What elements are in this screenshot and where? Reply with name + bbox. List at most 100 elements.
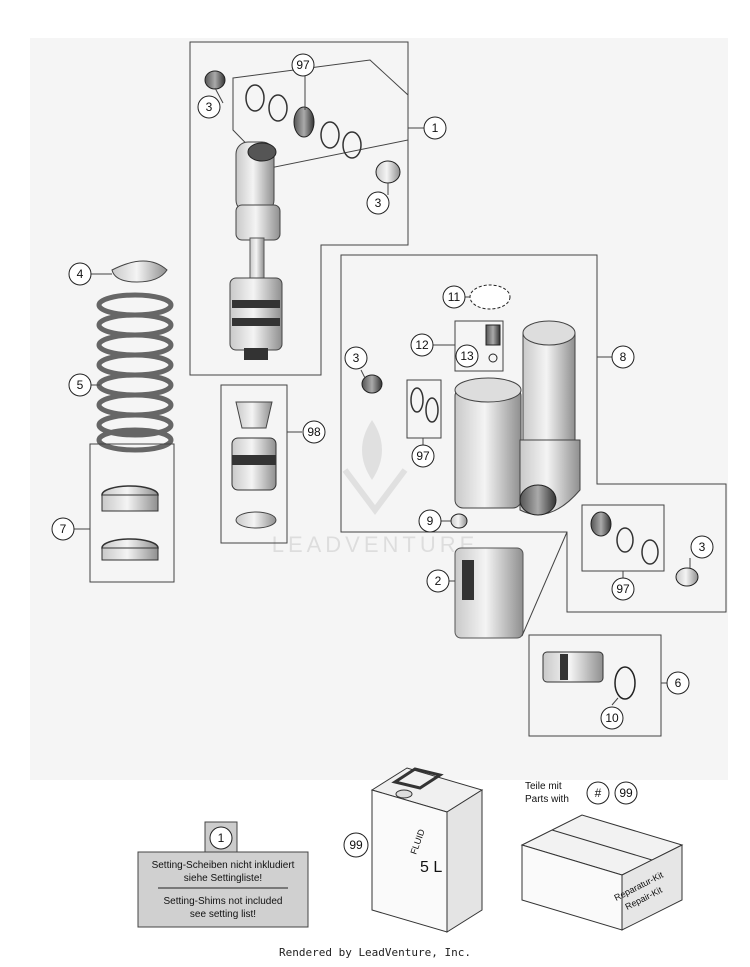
- svg-text:11: 11: [448, 290, 461, 304]
- seal-head-band: [232, 455, 276, 465]
- kit-box-side: [621, 844, 683, 931]
- piston-band: [232, 300, 280, 308]
- bushing-ring: [245, 84, 265, 112]
- svg-text:12: 12: [415, 338, 429, 352]
- screw-part-9: [450, 513, 468, 529]
- adjuster-cap-part-11: [469, 284, 511, 310]
- callout-10: 10: [600, 706, 624, 730]
- svg-text:97: 97: [416, 449, 430, 463]
- sticker-print: [462, 560, 474, 600]
- lock-ring-body: [101, 547, 159, 561]
- group-97-top-frame: [232, 59, 409, 169]
- bushing-ring: [342, 131, 362, 159]
- svg-text:3: 3: [699, 540, 706, 554]
- callout-1: 1: [423, 116, 447, 140]
- can-spout: [395, 789, 413, 799]
- leader-lines: [74, 74, 691, 706]
- adjuster-thread: [560, 654, 568, 680]
- callout-13: 13: [455, 344, 479, 368]
- svg-text:#: #: [595, 786, 602, 800]
- group-7-outline: [89, 443, 175, 583]
- can-label-volume: 5 L: [420, 859, 442, 876]
- svg-text:siehe Settingliste!: siehe Settingliste!: [184, 873, 262, 884]
- bushing-ring: [641, 539, 659, 565]
- callout-3-top-right: 3: [366, 191, 390, 215]
- svg-text:see setting list!: see setting list!: [190, 909, 256, 920]
- note-box: [137, 851, 309, 928]
- yoke-eye: [519, 484, 557, 516]
- svg-text:1: 1: [432, 121, 439, 135]
- callout-98: 98: [302, 420, 326, 444]
- watermark-chevron-icon: [342, 468, 408, 515]
- diagram-background: [30, 38, 728, 780]
- reservoir-top: [522, 320, 576, 346]
- rod-body: [235, 204, 281, 241]
- callout-97-left: 97: [411, 444, 435, 468]
- bushing-part-3: [361, 374, 383, 394]
- svg-text:98: 98: [307, 425, 321, 439]
- callout-12: 12: [410, 333, 434, 357]
- bushing-part-3: [375, 160, 401, 184]
- svg-text:5: 5: [77, 378, 84, 392]
- o-ring-part-13: [488, 353, 498, 363]
- can-handle: [391, 767, 444, 790]
- dust-seal: [235, 401, 273, 429]
- svg-text:97: 97: [296, 58, 310, 72]
- svg-text:Teile mit: Teile mit: [525, 781, 562, 792]
- spring-part-5: [96, 292, 174, 453]
- bushing-ring: [268, 94, 288, 122]
- svg-text:3: 3: [206, 100, 213, 114]
- callout-5: 5: [68, 373, 92, 397]
- callout-3-right: 3: [690, 535, 714, 559]
- setting-note: 1 Setting-Scheiben nicht inkludiert sieh…: [137, 821, 309, 928]
- repair-kit: Teile mit Parts with # 99 Reparatur-Kit …: [520, 781, 684, 931]
- watermark: LEADVENTURE: [272, 420, 479, 557]
- footer-credit: Rendered by LeadVenture, Inc.: [278, 946, 472, 959]
- svg-text:9: 9: [427, 514, 434, 528]
- svg-text:97: 97: [616, 582, 630, 596]
- callout-99-can: 99: [343, 832, 369, 858]
- callout-6: 6: [666, 671, 690, 695]
- group-1-outline: [189, 41, 409, 376]
- adjusting-ring-body: [101, 494, 159, 512]
- damper-body: [454, 387, 522, 509]
- svg-text:Setting-Scheiben nicht inkludi: Setting-Scheiben nicht inkludiert: [152, 860, 295, 871]
- svg-text:3: 3: [375, 196, 382, 210]
- svg-text:99: 99: [349, 838, 363, 852]
- svg-text:3: 3: [353, 351, 360, 365]
- svg-text:Setting-Shims not included: Setting-Shims not included: [164, 896, 283, 907]
- kit-99-callout: 99: [614, 781, 638, 805]
- bushing-ring: [410, 387, 424, 413]
- fluid-can: FLUID 5 L 99: [343, 767, 484, 933]
- group-97-left-outline: [406, 379, 442, 439]
- callout-4: 4: [68, 262, 92, 286]
- group-8-outline: [340, 254, 727, 613]
- svg-text:7: 7: [60, 522, 67, 536]
- svg-text:4: 4: [77, 267, 84, 281]
- watermark-text: LEADVENTURE: [272, 532, 479, 557]
- bushing-part-3: [675, 567, 699, 587]
- piston-nut: [244, 348, 268, 360]
- kit-hash-callout: #: [586, 781, 610, 805]
- rod-eye-hole: [247, 142, 277, 162]
- callout-7: 7: [51, 517, 75, 541]
- svg-text:99: 99: [619, 786, 633, 800]
- piston-band: [232, 318, 280, 326]
- group-6-outline: [528, 634, 662, 737]
- piston-stack: [229, 277, 283, 351]
- bushing-sleeve: [590, 511, 612, 537]
- svg-text:2: 2: [435, 574, 442, 588]
- bushing-part-3: [204, 70, 226, 90]
- adjuster-body: [542, 651, 604, 683]
- bushing-sleeve: [293, 106, 315, 138]
- preload-clip-part-4: [111, 260, 168, 283]
- svg-text:1: 1: [218, 831, 225, 845]
- can-side: [446, 789, 483, 933]
- group-12-outline: [454, 320, 504, 372]
- damper-body-top: [454, 377, 522, 403]
- o-ring-part-10: [614, 666, 636, 700]
- callout-8: 8: [611, 345, 635, 369]
- bushing-ring: [425, 397, 439, 423]
- svg-text:10: 10: [605, 711, 619, 725]
